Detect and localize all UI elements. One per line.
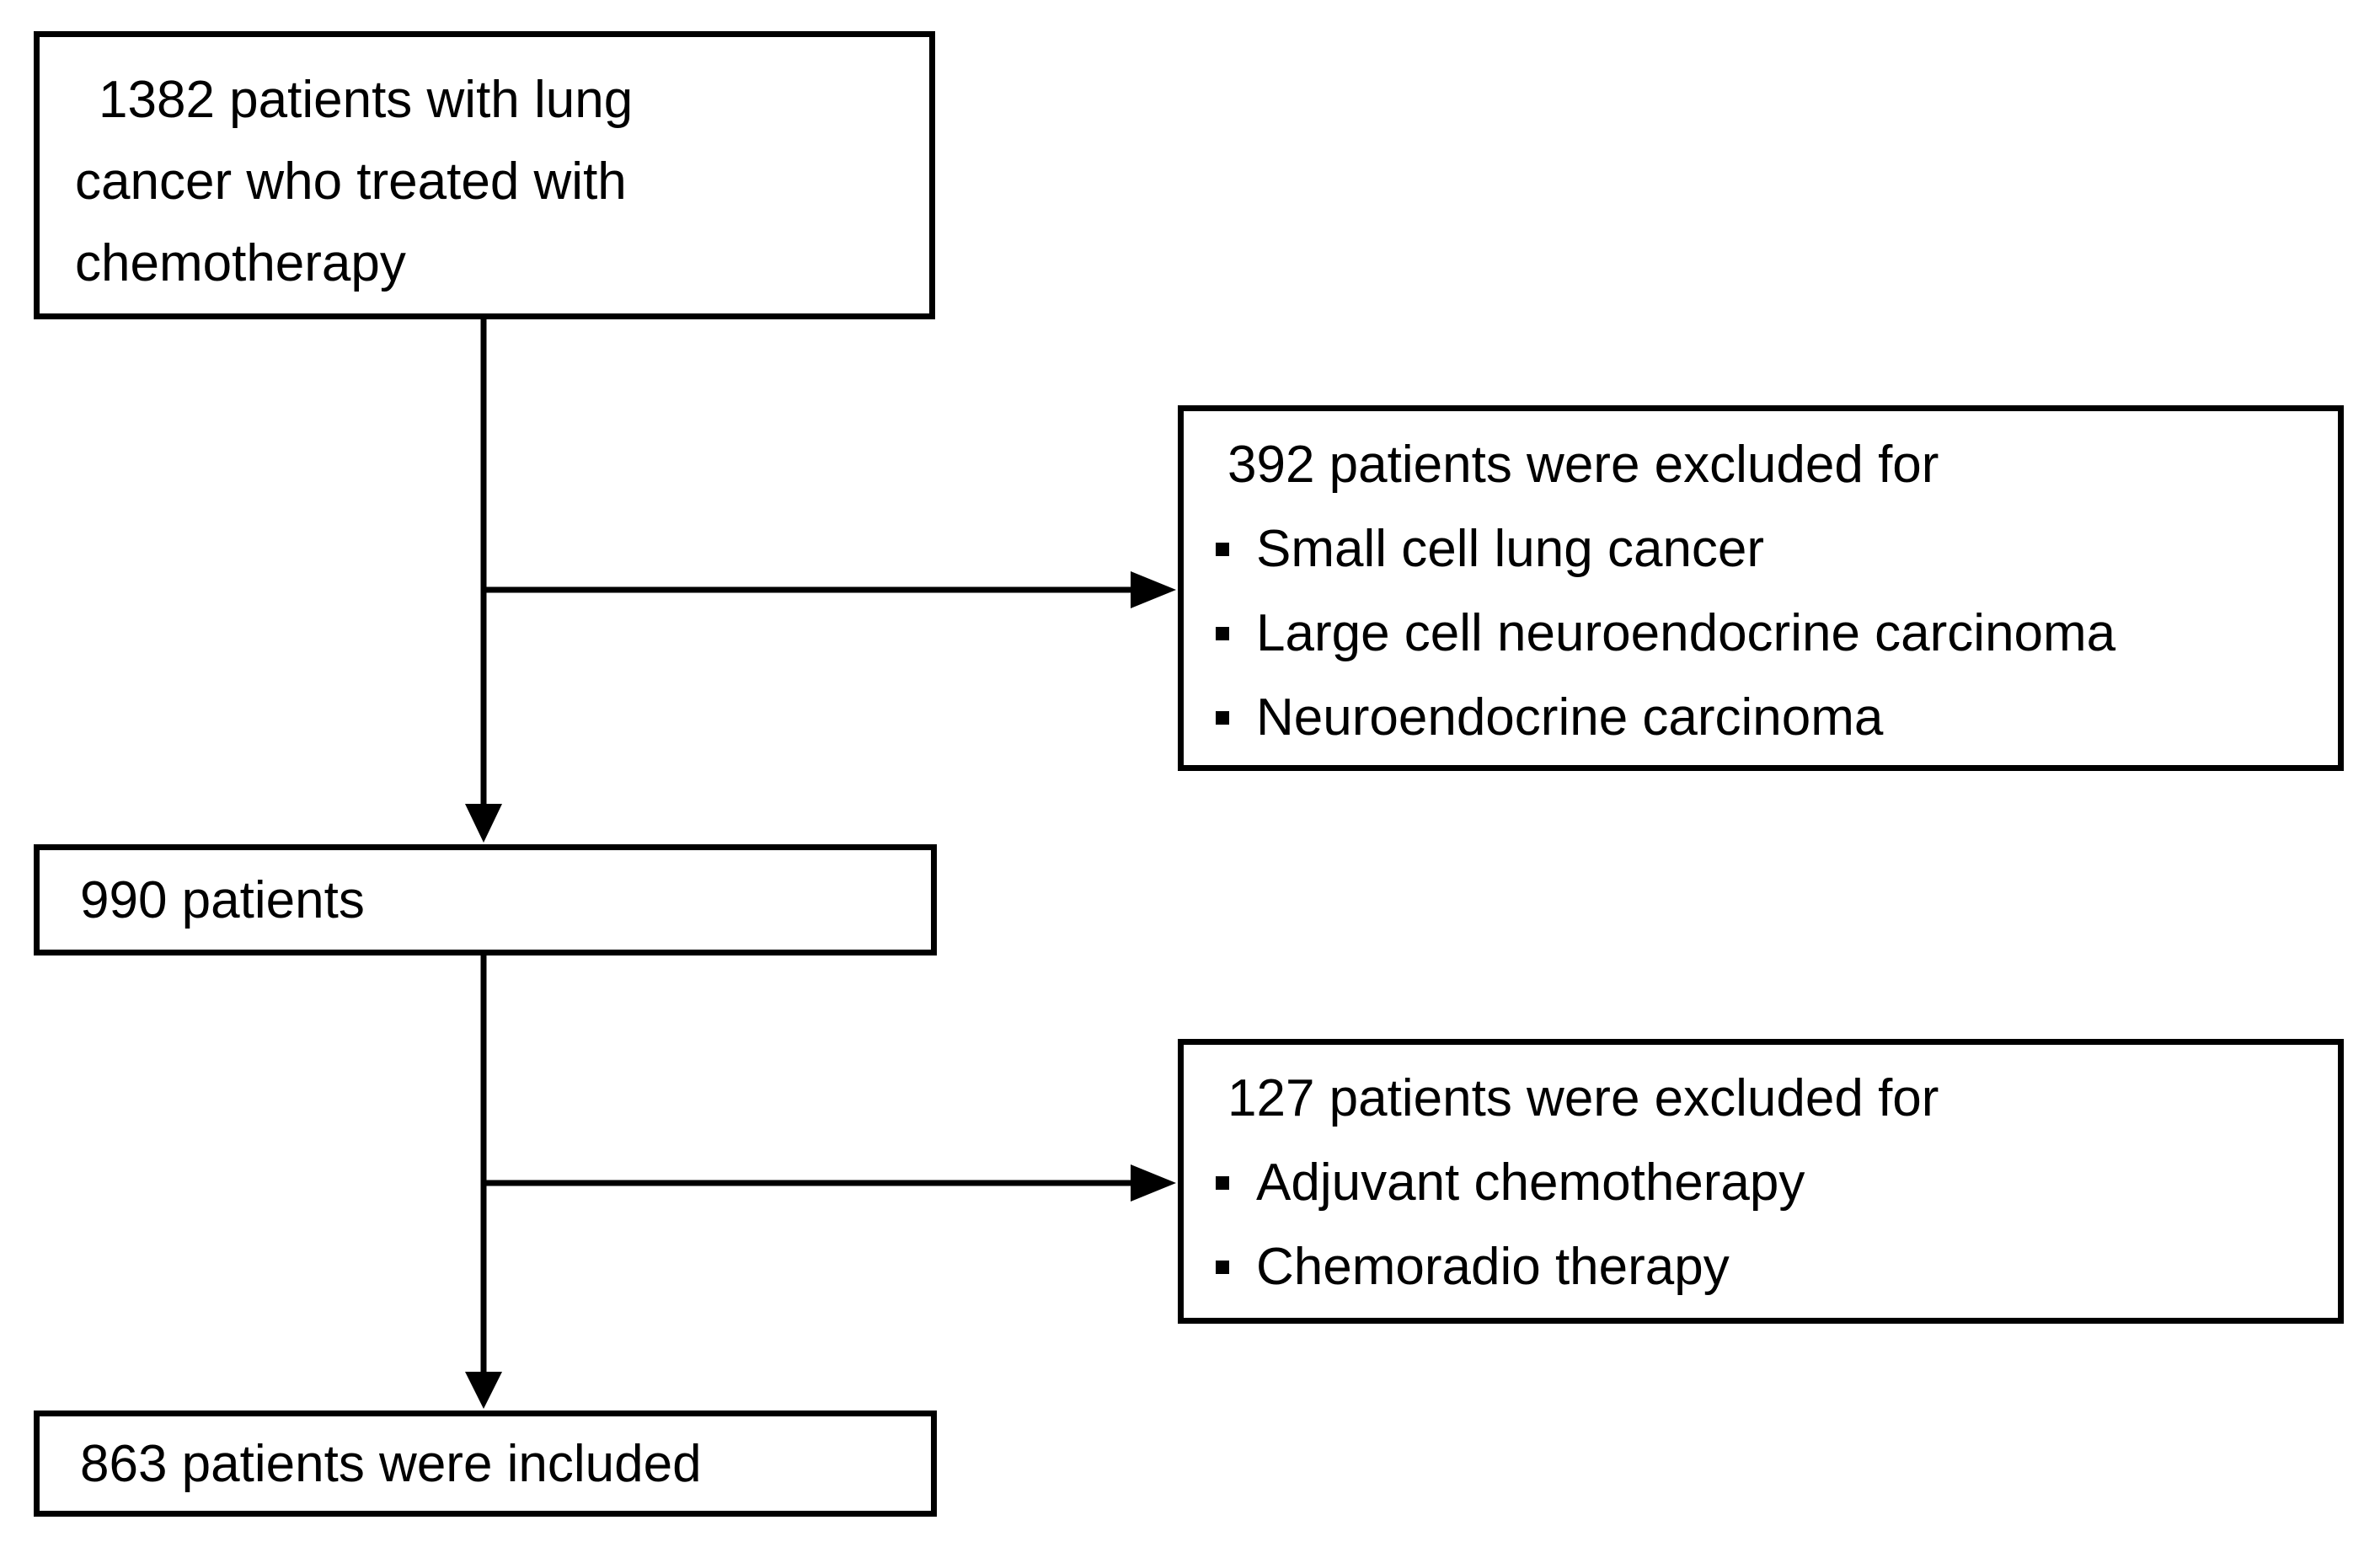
- node-text-line: cancer who treated with: [75, 153, 627, 211]
- node-exclusion-2: 127 patients were excluded for Adjuvant …: [1178, 1039, 2344, 1324]
- node-included-patients: 863 patients were included: [34, 1410, 937, 1517]
- arrowhead-right-icon: [1131, 571, 1176, 608]
- exclusion-item-label: Chemoradio therapy: [1256, 1238, 1730, 1296]
- exclusion-item: Large cell neuroendocrine carcinoma: [1184, 592, 2338, 676]
- exclusion-title: 392 patients were excluded for: [1227, 436, 1939, 494]
- node-exclusion-1: 392 patients were excluded for Small cel…: [1178, 405, 2344, 771]
- exclusion-item-label: Neuroendocrine carcinoma: [1256, 688, 1884, 747]
- arrowhead-down-icon: [465, 1372, 502, 1409]
- square-bullet-icon: [1216, 1261, 1229, 1274]
- arrowhead-right-icon: [1131, 1164, 1176, 1202]
- square-bullet-icon: [1216, 627, 1229, 640]
- node-enrolled-patients: 1382 patients with lung cancer who treat…: [34, 31, 935, 319]
- exclusion-item-label: Adjuvant chemotherapy: [1256, 1154, 1805, 1212]
- exclusion-item: Neuroendocrine carcinoma: [1184, 676, 2338, 760]
- exclusion-item: Chemoradio therapy: [1184, 1225, 2338, 1309]
- node-text: 863 patients were included: [80, 1434, 702, 1493]
- node-after-exclusion-1: 990 patients: [34, 844, 937, 956]
- exclusion-item: Adjuvant chemotherapy: [1184, 1141, 2338, 1225]
- node-text-line: chemotherapy: [75, 234, 406, 292]
- exclusion-item: Small cell lung cancer: [1184, 507, 2338, 592]
- exclusion-item-label: Small cell lung cancer: [1256, 520, 1765, 578]
- square-bullet-icon: [1216, 1176, 1229, 1190]
- square-bullet-icon: [1216, 711, 1229, 725]
- arrowhead-down-icon: [465, 804, 502, 843]
- node-text-line: 1382 patients with lung: [99, 71, 634, 129]
- square-bullet-icon: [1216, 543, 1229, 556]
- exclusion-item-label: Large cell neuroendocrine carcinoma: [1256, 604, 2116, 662]
- exclusion-title: 127 patients were excluded for: [1227, 1069, 1939, 1127]
- node-text: 990 patients: [80, 870, 365, 929]
